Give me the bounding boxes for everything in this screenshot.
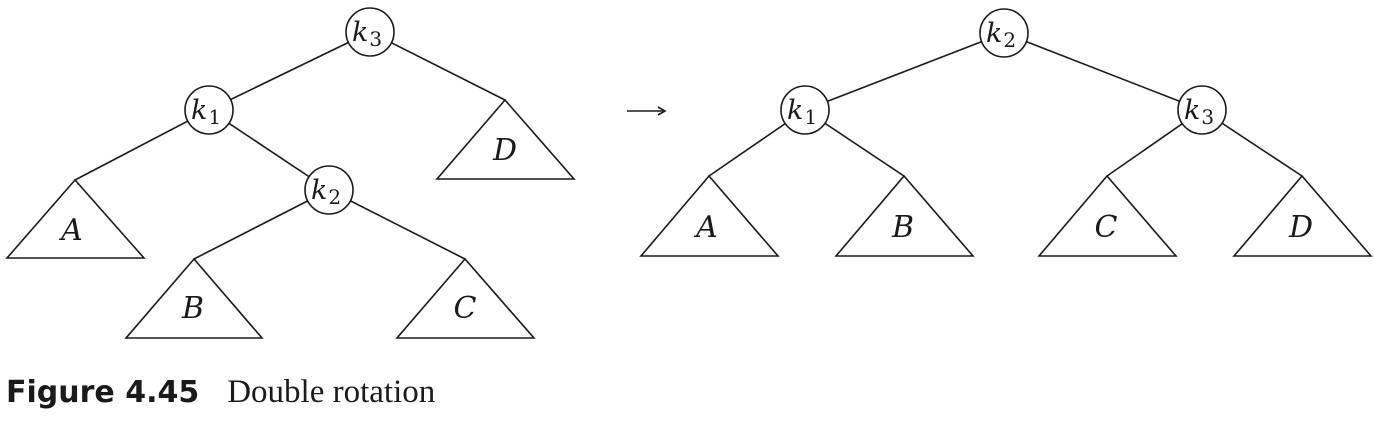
node-label-k2: k2 [311, 175, 341, 209]
figure-label: Figure 4.45 [6, 375, 200, 410]
subtree-label-C: C [454, 291, 477, 326]
node-k2: k2 [304, 165, 354, 215]
subtree-label-C: C [1095, 210, 1118, 245]
edge-k2-k1 [804, 32, 1005, 111]
edge-k3-D [369, 31, 506, 101]
transform-arrow [627, 106, 667, 116]
node-label-k1: k1 [787, 95, 817, 129]
edge-k2-B [193, 189, 330, 260]
subtree-label-B: B [181, 291, 204, 326]
subtree-D: D [435, 98, 576, 180]
edge-k1-A [74, 109, 210, 181]
node-label-k2: k2 [986, 18, 1016, 52]
figure-caption: Figure 4.45 Double rotation [6, 374, 435, 411]
subtree-label-A: A [58, 213, 83, 248]
before-tree: D A B C k3 k1 k [5, 7, 576, 339]
node-label-k1: k1 [191, 95, 221, 129]
subtree-label-D: D [492, 133, 517, 168]
node-label-k3: k3 [352, 17, 382, 51]
double-rotation-diagram: D A B C k3 k1 k [5, 7, 1373, 339]
node-k3: k3 [1177, 85, 1227, 135]
node-label-k3: k3 [1184, 95, 1214, 129]
subtree-A: A [639, 174, 780, 257]
edge-k2-k3 [1003, 32, 1203, 111]
subtree-A: A [5, 178, 146, 259]
edge-k2-C [328, 189, 466, 260]
subtree-label-D: D [1288, 210, 1313, 245]
subtree-C: C [1037, 174, 1178, 257]
node-k1: k1 [184, 85, 234, 135]
subtree-B: B [124, 257, 264, 339]
edge-k3-k1 [208, 31, 371, 111]
subtree-label-A: A [693, 210, 718, 245]
subtree-C: C [395, 257, 536, 339]
subtree-B: B [834, 174, 975, 257]
figure-caption-text: Double rotation [227, 374, 436, 410]
subtree-D: D [1232, 174, 1373, 257]
node-k2: k2 [979, 8, 1029, 58]
node-k3: k3 [345, 7, 395, 57]
after-tree: A B C D k2 k1 k [639, 8, 1373, 257]
node-k1: k1 [780, 85, 830, 135]
subtree-label-B: B [891, 210, 914, 245]
